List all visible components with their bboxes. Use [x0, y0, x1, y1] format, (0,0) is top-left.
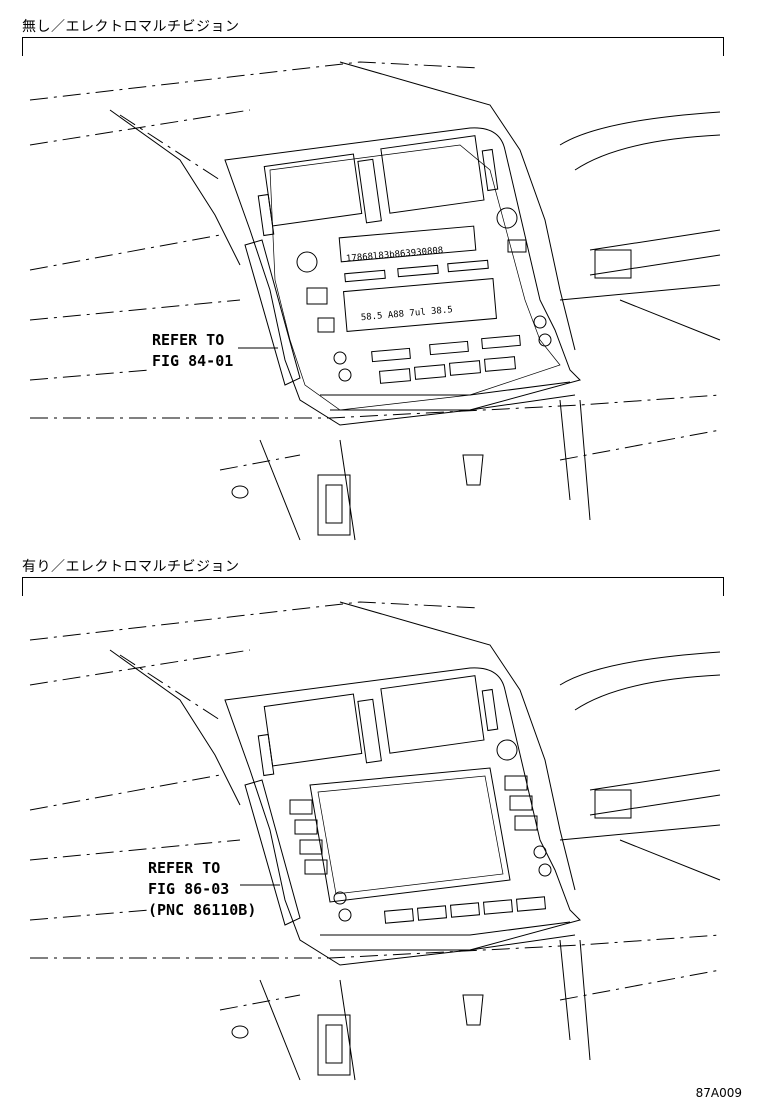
- callout-line: REFER TO: [152, 331, 225, 349]
- illustration-code: 87A009: [695, 1086, 742, 1100]
- callout-refer-fig-86-03: REFER TO FIG 86-03 (PNC 86110B): [148, 858, 256, 921]
- dashboard-illustration-without-display: 17868l83b863930808 58.5 A88 7ul 38.5: [29, 61, 721, 541]
- callout-line: REFER TO: [148, 859, 221, 877]
- dashboard-illustration-with-display: [29, 601, 721, 1081]
- section-title-without-emv: 無し／エレクトロマルチビジョン: [22, 19, 240, 35]
- callout-line: FIG 86-03: [148, 880, 230, 898]
- callout-line: (PNC 86110B): [148, 901, 257, 919]
- svg-text:17868l83b863930808: 17868l83b863930808: [346, 246, 444, 264]
- section-frame-1: [22, 37, 724, 56]
- section-title-with-emv: 有り／エレクトロマルチビジョン: [22, 559, 240, 575]
- svg-text:58.5 A88 7ul 38.5: 58.5 A88 7ul 38.5: [360, 305, 453, 323]
- section-frame-2: [22, 577, 724, 596]
- callout-refer-fig-84-01: REFER TO FIG 84-01: [152, 330, 233, 372]
- callout-line: FIG 84-01: [152, 352, 234, 370]
